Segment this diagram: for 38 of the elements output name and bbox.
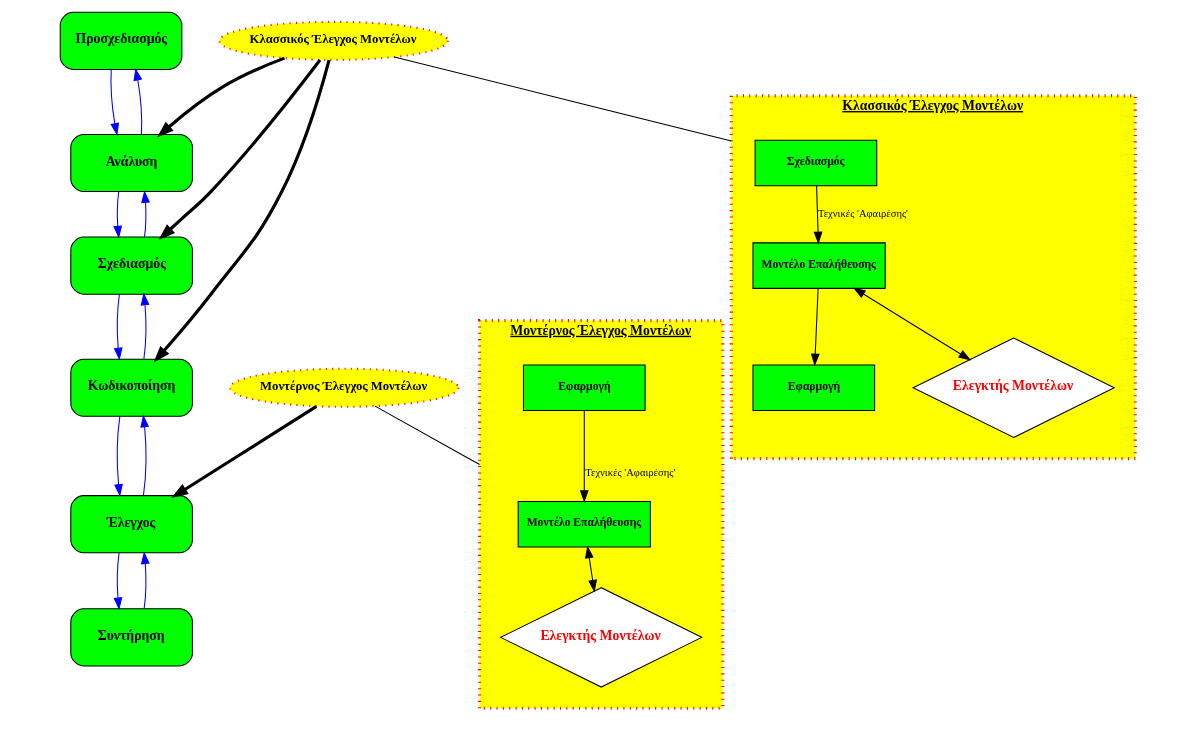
node-box: Ανάλυση — [69, 133, 193, 193]
connector — [374, 405, 480, 466]
arrow — [113, 552, 122, 611]
node-box: Συντήρηση — [69, 608, 193, 667]
node-box: Εφαρμογή — [751, 364, 875, 412]
arrow — [113, 415, 123, 497]
arrow — [140, 190, 150, 238]
node-box: Μοντέλο Επαλήθευσης — [517, 500, 651, 548]
arrow — [156, 56, 285, 138]
arrow — [810, 287, 820, 367]
arrow — [133, 67, 142, 135]
connector — [393, 56, 732, 142]
node-box: Κωδικοποίηση — [69, 358, 193, 417]
arrow — [158, 59, 321, 241]
arrow — [112, 191, 122, 239]
arrow — [170, 405, 317, 499]
node-box: Σχεδιασμός — [69, 236, 193, 295]
edge-label: Τεχνικές 'Αφαιρέσης' — [584, 466, 675, 478]
arrow — [109, 68, 119, 136]
arrow — [140, 292, 149, 360]
arrow — [852, 287, 971, 361]
arrow — [579, 410, 589, 503]
node-box: Εφαρμογή — [522, 364, 646, 412]
arrow — [113, 293, 123, 361]
node-ellipse: Μοντέρνος Έλεγχος Μοντέλων — [228, 367, 459, 408]
node-diamond: Ελεγκτής Μοντέλων — [911, 337, 1115, 439]
arrow — [140, 551, 150, 610]
arrow — [139, 414, 149, 496]
node-diamond: Ελεγκτής Μοντέλων — [499, 587, 703, 688]
arrow — [584, 545, 597, 593]
edge-label: Τεχνικές 'Αφαιρέσης' — [817, 207, 908, 219]
node-box: Σχεδιασμός — [754, 139, 877, 187]
arrow — [813, 185, 822, 245]
node-ellipse: Κλασσικός Έλεγχος Μοντέλων — [217, 20, 449, 61]
node-box: Έλεγχος — [69, 495, 193, 554]
node-box: Μοντέλο Επαλήθευσης — [751, 242, 886, 289]
arrow — [153, 59, 331, 363]
node-box: Προσχεδιασμός — [59, 11, 182, 70]
